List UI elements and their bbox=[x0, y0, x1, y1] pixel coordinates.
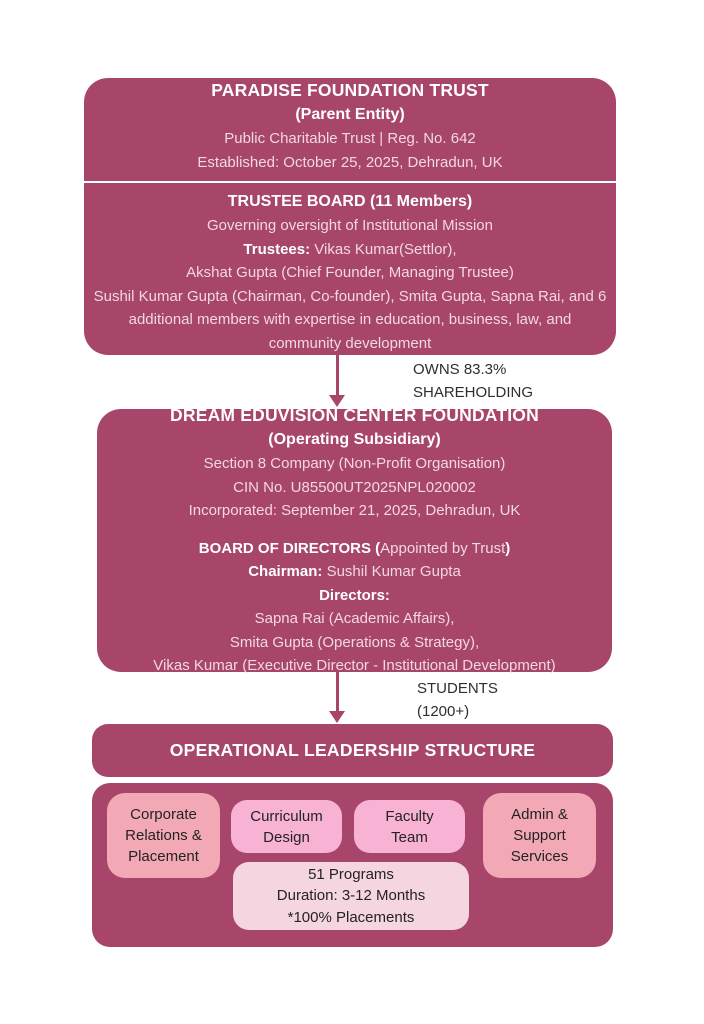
ownership-connector-line bbox=[336, 354, 339, 396]
director-2: Smita Gupta (Operations & Strategy), bbox=[229, 633, 480, 651]
trustees-first-line: Trustees: Vikas Kumar(Settlor), bbox=[84, 238, 616, 262]
ownership-label-line1: OWNS 83.3% bbox=[413, 361, 507, 378]
ownership-label-line2: SHAREHOLDING bbox=[413, 384, 534, 401]
subsidiary-subtitle: (Operating Subsidiary) bbox=[268, 431, 441, 449]
parent-entity-established: Established: October 25, 2025, Dehradun,… bbox=[197, 153, 503, 171]
programs-placements: *100% Placements bbox=[287, 908, 415, 926]
corporate-relations-placement-box: Corporate Relations & Placement bbox=[107, 793, 220, 878]
programs-count: 51 Programs bbox=[308, 865, 394, 883]
parent-entity-title: PARADISE FOUNDATION TRUST bbox=[211, 80, 489, 100]
section-divider bbox=[84, 181, 616, 183]
board-title-open: BOARD OF DIRECTORS ( bbox=[198, 539, 381, 557]
parent-entity-box: PARADISE FOUNDATION TRUST (Parent Entity… bbox=[84, 78, 616, 355]
students-label-line1: STUDENTS bbox=[417, 680, 498, 697]
board-of-directors-title: BOARD OF DIRECTORS (Appointed by Trust) bbox=[97, 537, 612, 561]
programs-summary-box: 51 Programs Duration: 3-12 Months *100% … bbox=[233, 862, 469, 930]
parent-entity-registration: Public Charitable Trust | Reg. No. 642 bbox=[224, 130, 476, 147]
chairman-name: Sushil Kumar Gupta bbox=[326, 563, 461, 581]
subsidiary-title: DREAM EDUVISION CENTER FOUNDATION bbox=[170, 405, 539, 426]
students-connector-line bbox=[336, 671, 339, 713]
board-title-close: ) bbox=[505, 539, 511, 557]
parent-entity-subtitle: (Parent Entity) bbox=[295, 106, 405, 123]
trustee-board-mission: Governing oversight of Institutional Mis… bbox=[207, 217, 493, 234]
trustees-label: Trustees: bbox=[243, 240, 311, 258]
admin-support-services-box: Admin & Support Services bbox=[483, 793, 596, 878]
directors-label-line: Directors: bbox=[97, 584, 612, 608]
students-arrow-icon bbox=[329, 711, 345, 723]
chairman-label: Chairman: bbox=[248, 563, 323, 581]
subsidiary-cin: CIN No. U85500UT2025NPL020002 bbox=[233, 478, 476, 496]
trustees-second-line: Akshat Gupta (Chief Founder, Managing Tr… bbox=[186, 264, 514, 281]
subsidiary-incorporated: Incorporated: September 21, 2025, Dehrad… bbox=[188, 502, 521, 520]
operational-structure-container: Corporate Relations & Placement Curricul… bbox=[92, 783, 613, 947]
director-1: Sapna Rai (Academic Affairs), bbox=[254, 610, 455, 628]
trustees-remaining: Sushil Kumar Gupta (Chairman, Co-founder… bbox=[93, 287, 607, 352]
students-label: STUDENTS (1200+) bbox=[417, 677, 587, 723]
director-3: Vikas Kumar (Executive Director - Instit… bbox=[153, 657, 556, 675]
admin-support-services-label: Admin & Support Services bbox=[510, 806, 569, 865]
chairman-line: Chairman: Sushil Kumar Gupta bbox=[97, 560, 612, 584]
trustees-first-name: Vikas Kumar(Settlor), bbox=[314, 240, 457, 258]
programs-duration: Duration: 3-12 Months bbox=[276, 887, 426, 905]
students-label-line2: (1200+) bbox=[417, 703, 470, 720]
operational-structure-header: OPERATIONAL LEADERSHIP STRUCTURE bbox=[92, 724, 613, 777]
board-title-regular: Appointed by Trust bbox=[380, 539, 506, 557]
trustee-board-title: TRUSTEE BOARD (11 Members) bbox=[227, 193, 473, 210]
corporate-relations-placement-label: Corporate Relations & Placement bbox=[125, 806, 202, 865]
curriculum-design-box: Curriculum Design bbox=[231, 800, 342, 853]
subsidiary-company-type: Section 8 Company (Non-Profit Organisati… bbox=[203, 455, 506, 473]
ownership-label: OWNS 83.3% SHAREHOLDING bbox=[413, 358, 583, 404]
directors-label: Directors: bbox=[319, 586, 390, 604]
faculty-team-box: Faculty Team bbox=[354, 800, 465, 853]
ownership-arrow-icon bbox=[329, 395, 345, 407]
curriculum-design-label: Curriculum Design bbox=[250, 807, 323, 846]
subsidiary-box: DREAM EDUVISION CENTER FOUNDATION (Opera… bbox=[97, 405, 612, 674]
faculty-team-label: Faculty Team bbox=[385, 807, 434, 846]
